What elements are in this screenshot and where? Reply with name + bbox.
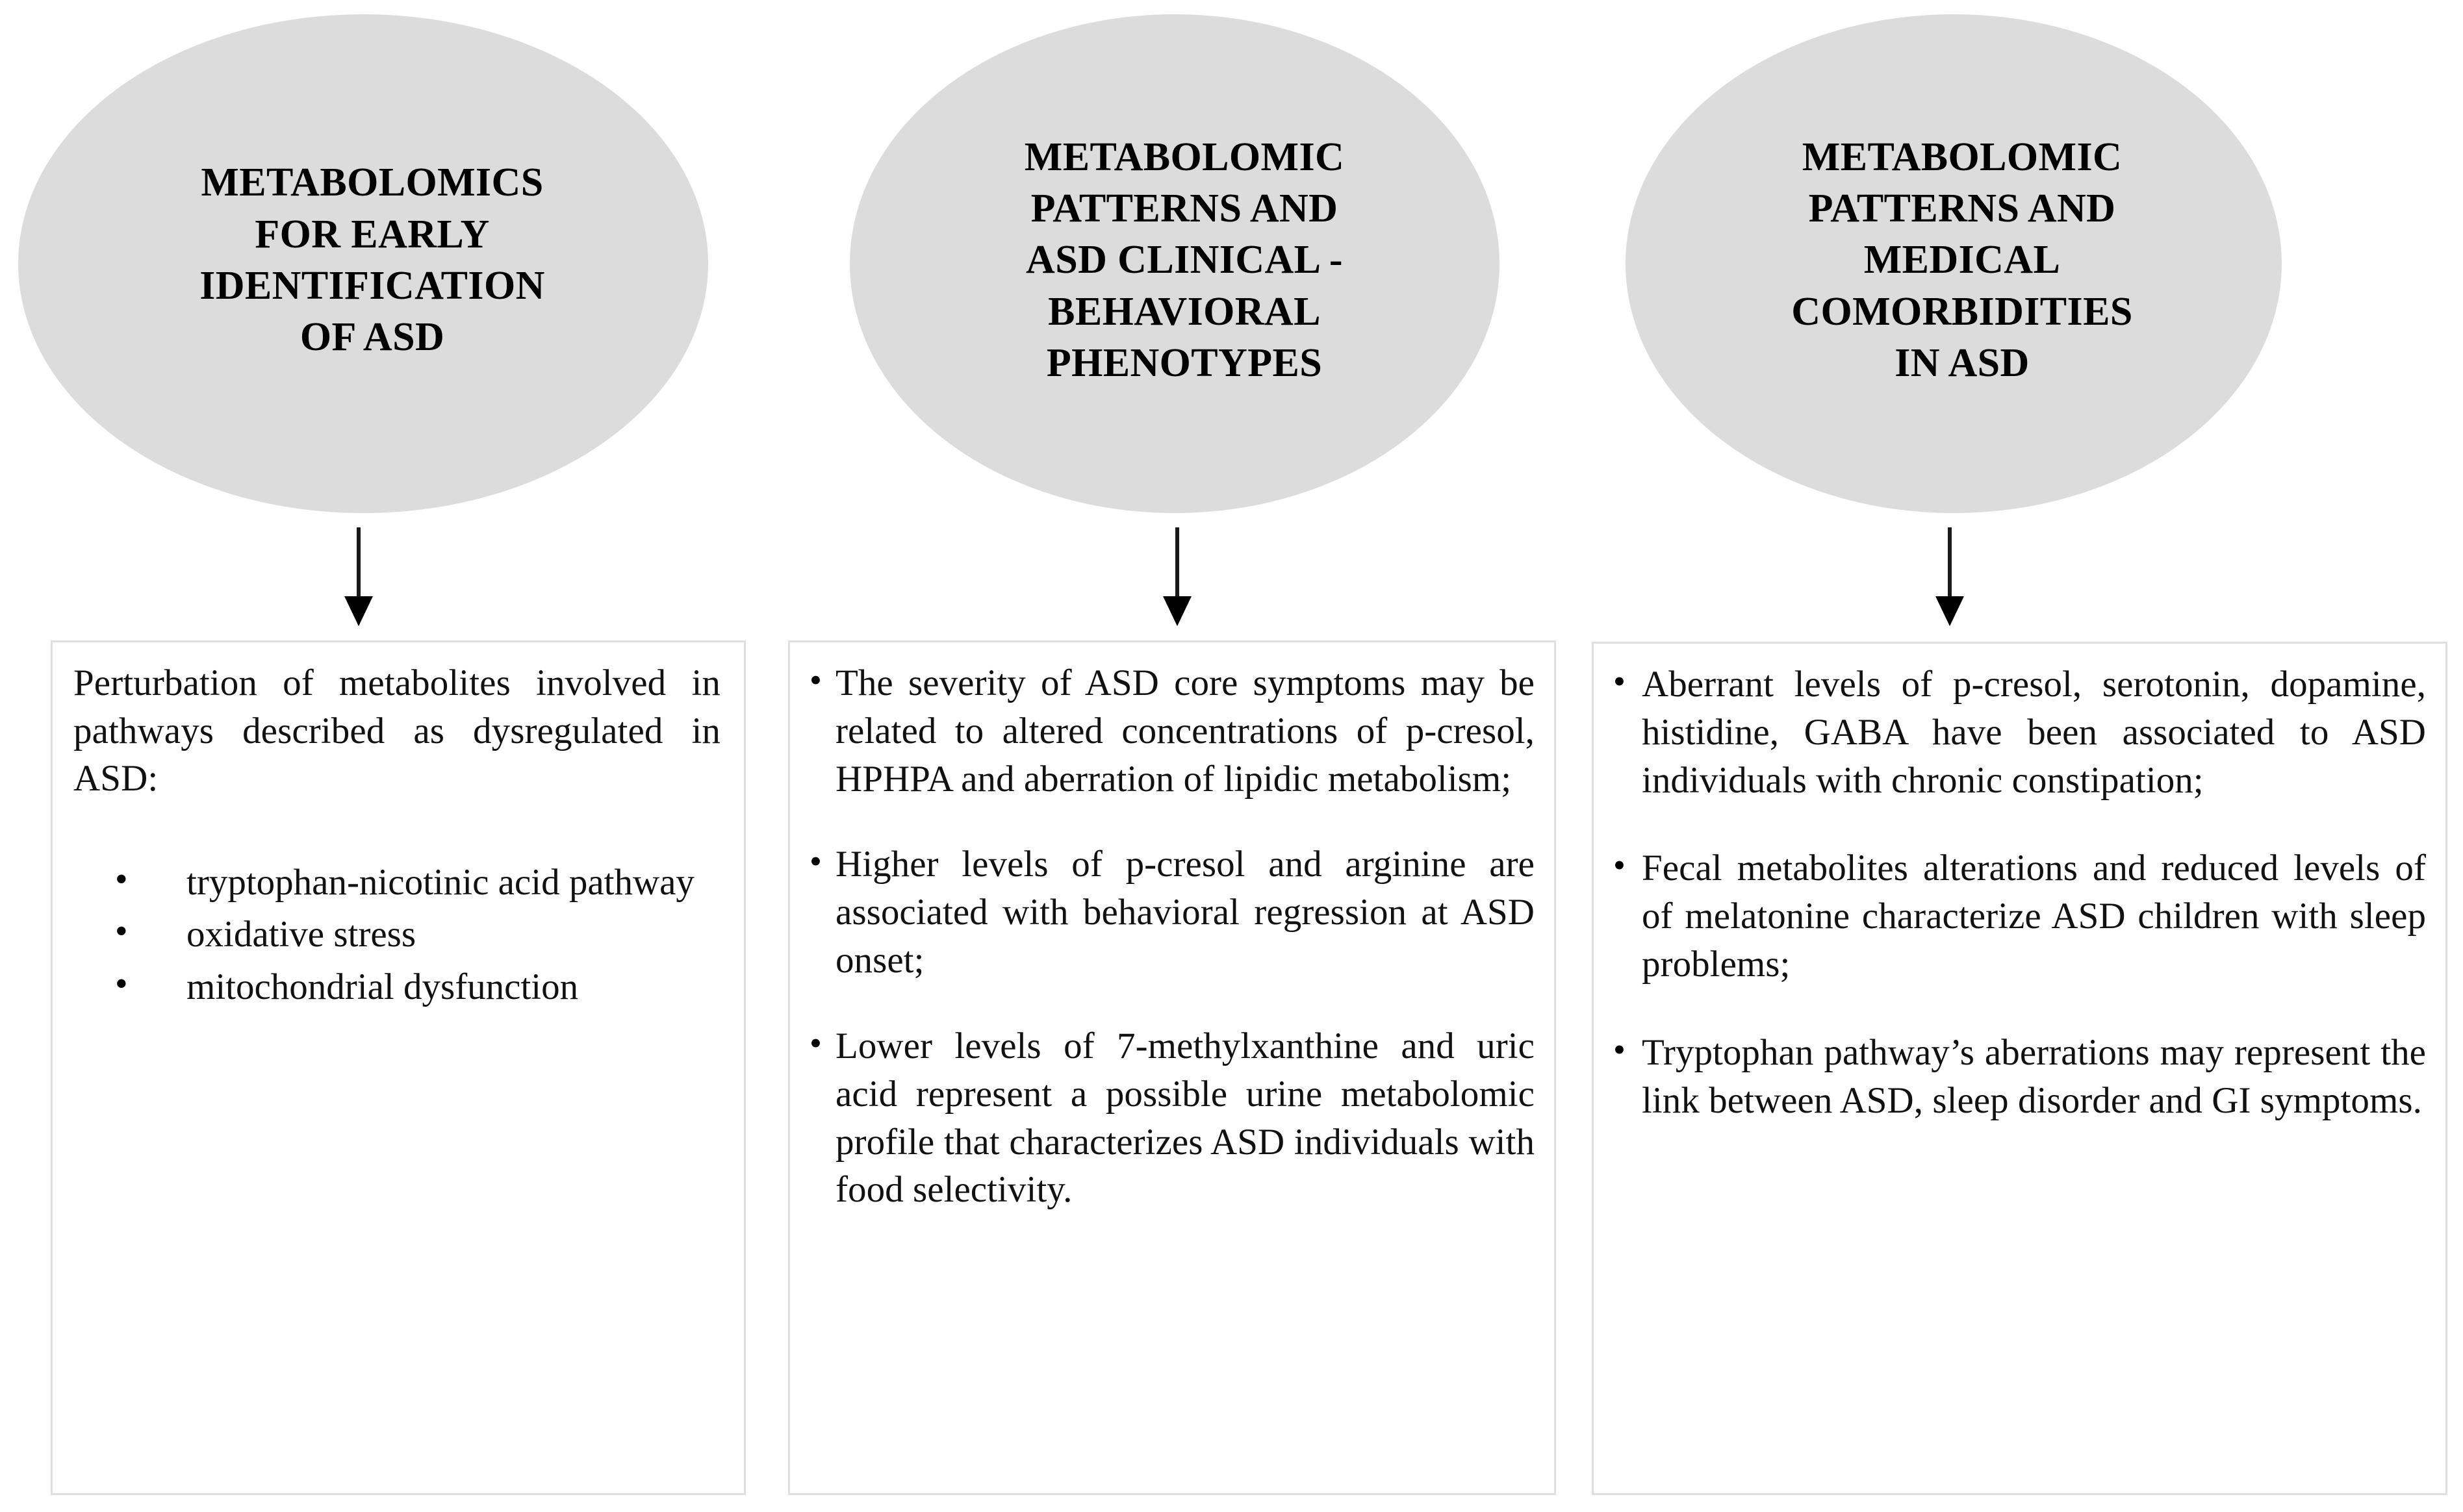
list-item: The severity of ASD core symptoms may be… — [810, 658, 1535, 803]
list-item: tryptophan-nicotinic acid pathway — [72, 856, 724, 907]
list-item: Higher levels of p-cresol and arginine a… — [810, 839, 1535, 984]
box-2-list: The severity of ASD core symptoms may be… — [810, 658, 1535, 1214]
ellipse-label-clinical-behavioral-phenotypes: METABOLOMIC PATTERNS AND ASD CLINICAL - … — [1024, 134, 1345, 386]
list-item: Tryptophan pathway’s aberrations may rep… — [1613, 1027, 2426, 1125]
arrow-down-icon-column-3 — [1930, 527, 1969, 631]
list-item: Aberrant levels of p-cresol, serotonin, … — [1613, 659, 2426, 804]
list-item: mitochondrial dysfunction — [72, 961, 724, 1012]
arrow-down-icon-column-1 — [339, 527, 378, 631]
box-3-list: Aberrant levels of p-cresol, serotonin, … — [1613, 659, 2426, 1125]
content-box-early-identification: Perturbation of metabolites involved in … — [51, 640, 746, 1495]
list-item: Lower levels of 7-methylxanthine and uri… — [810, 1021, 1535, 1214]
box-1-list: tryptophan-nicotinic acid pathway oxidat… — [72, 856, 724, 1012]
list-item: oxidative stress — [72, 908, 724, 959]
content-box-medical-comorbidities: Aberrant levels of p-cresol, serotonin, … — [1592, 642, 2447, 1495]
node-ellipse-clinical-behavioral-phenotypes: METABOLOMIC PATTERNS AND ASD CLINICAL - … — [850, 14, 1499, 513]
ellipse-label-early-identification: METABOLOMICS FOR EARLY IDENTIFICATION OF… — [199, 160, 545, 360]
arrow-down-icon-column-2 — [1158, 527, 1197, 631]
list-item: Fecal metabolites alterations and reduce… — [1613, 843, 2426, 988]
ellipse-label-medical-comorbidities: METABOLOMIC PATTERNS AND MEDICAL COMORBI… — [1791, 134, 2133, 386]
box-1-intro-text: Perturbation of metabolites involved in … — [73, 662, 721, 800]
node-ellipse-medical-comorbidities: METABOLOMIC PATTERNS AND MEDICAL COMORBI… — [1626, 14, 2282, 513]
node-ellipse-early-identification: METABOLOMICS FOR EARLY IDENTIFICATION OF… — [18, 14, 708, 513]
content-box-clinical-behavioral-phenotypes: The severity of ASD core symptoms may be… — [788, 640, 1556, 1495]
